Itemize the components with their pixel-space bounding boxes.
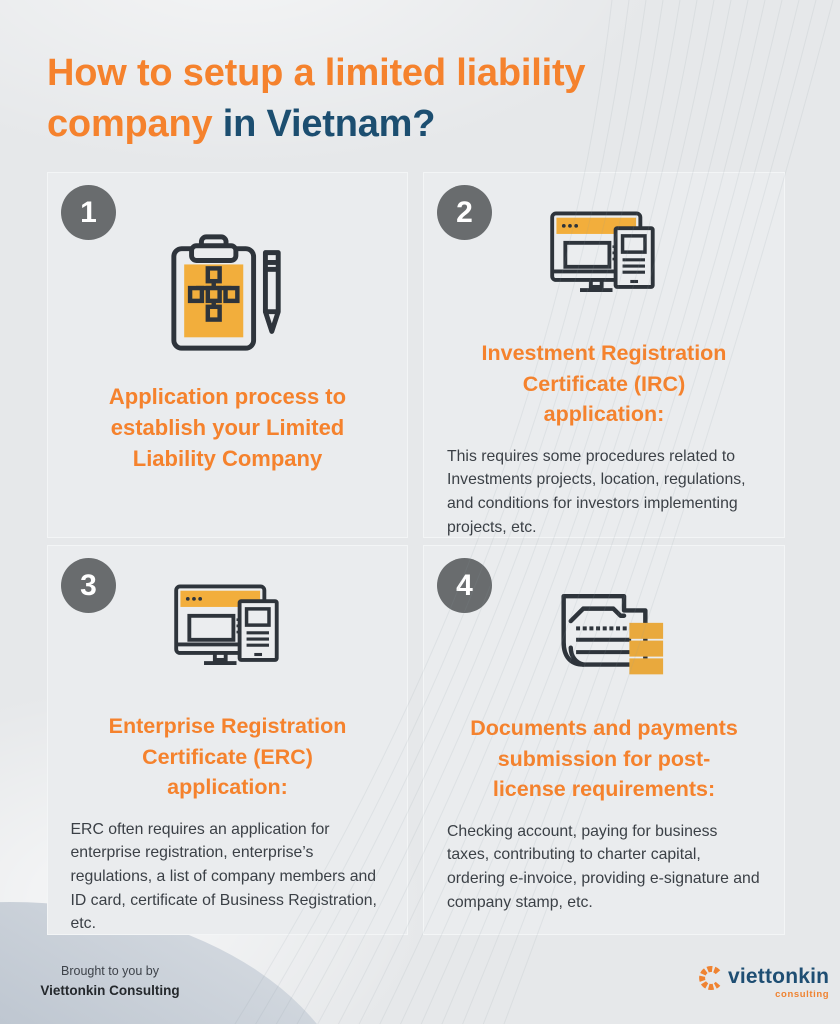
step-card-3: 3 Enterprise Regis: [47, 545, 408, 935]
logo-wordmark: viettonkin: [728, 965, 830, 988]
step-number-badge: 3: [61, 558, 116, 613]
title-line2-orange: company: [47, 103, 223, 145]
step-card-1: 1: [47, 172, 408, 538]
monitor-document-icon: [550, 211, 655, 292]
step-title: Enterprise Registration Certificate (ERC…: [108, 714, 347, 800]
icon-wrap: [48, 227, 407, 359]
clipboard-flowchart-icon: [170, 234, 281, 351]
viettonkin-logo: viettonkin consulting: [699, 966, 829, 1000]
attribution-line1: Brought to you by: [61, 964, 159, 978]
step-title: Investment Registration Certificate (IRC…: [481, 341, 727, 427]
step-title: Documents and payments submission for po…: [470, 716, 738, 802]
attribution: Brought to you by Viettonkin Consulting: [35, 962, 185, 1002]
icon-wrap: [424, 582, 784, 685]
title-line2-navy: in Vietnam?: [222, 103, 436, 145]
step-number-badge: 1: [61, 185, 116, 240]
folder-payments-icon: [560, 593, 663, 675]
step-number-badge: 2: [437, 185, 492, 240]
step-card-4: 4: [423, 545, 785, 935]
title-line1: How to setup a limited liability: [47, 52, 586, 94]
logo-subtext: consulting: [775, 989, 830, 1000]
step-card-2: 2 Investment Regis: [423, 172, 785, 538]
monitor-document-icon: [173, 584, 279, 665]
logo-text-column: viettonkin consulting: [728, 966, 829, 1000]
logo-c-icon: [699, 966, 721, 990]
icon-wrap: [48, 580, 407, 671]
step-title: Application process to establish your Li…: [108, 384, 347, 472]
icon-wrap: [424, 207, 784, 298]
step-description: This requires some procedures related to…: [447, 447, 746, 536]
page-title: How to setup a limited liability company…: [47, 48, 727, 150]
attribution-line2: Viettonkin Consulting: [40, 983, 180, 999]
step-description: Checking account, paying for business ta…: [447, 822, 760, 911]
step-number-badge: 4: [437, 558, 492, 613]
step-description: ERC often requires an application for en…: [70, 820, 377, 933]
